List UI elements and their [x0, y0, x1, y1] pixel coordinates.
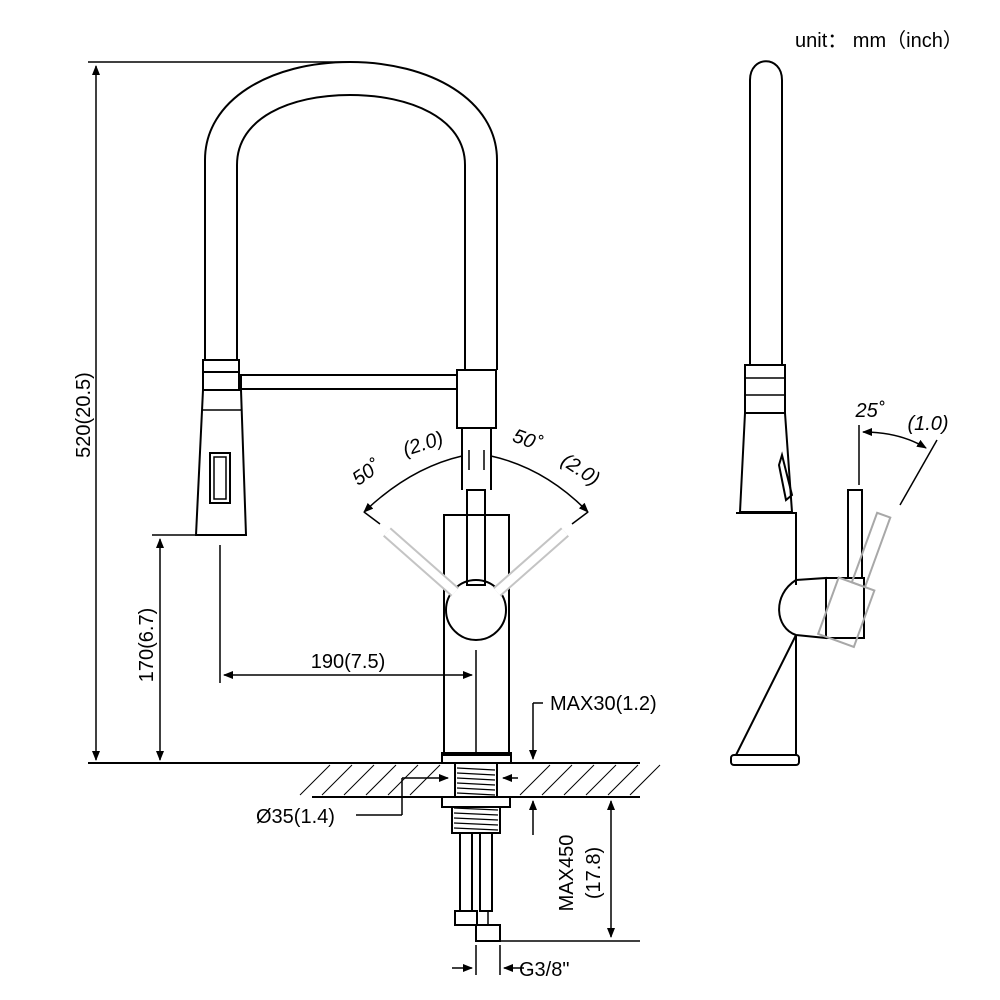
- thread-line: [456, 767, 496, 771]
- thread-line: [456, 787, 496, 791]
- rotation-arc-right: [490, 455, 589, 513]
- spray-head-ring: [202, 371, 240, 391]
- side-handle-lever: [847, 489, 863, 579]
- side-handle-housing: [778, 576, 827, 640]
- spout-outer-outline: [204, 60, 498, 370]
- right-angle-label: 50˚: [510, 425, 545, 456]
- units-note: unit： mm（inch）: [795, 29, 963, 52]
- arc-tick-right: [571, 511, 589, 525]
- side-angle-label: 25˚: [855, 400, 885, 422]
- hatch-line: [585, 764, 617, 796]
- hatch-line: [563, 764, 595, 796]
- side-angle-arc: [862, 428, 927, 449]
- spout-height-label: 170(6.7): [136, 608, 158, 683]
- thread-line: [453, 807, 499, 811]
- front-view: [88, 60, 661, 975]
- hatch-line: [299, 764, 331, 796]
- thread-line: [456, 792, 496, 796]
- arc-tick-left: [363, 511, 381, 525]
- thread-line: [453, 812, 499, 816]
- handle-knob: [445, 579, 507, 641]
- thread-line: [453, 817, 499, 821]
- hatch-line: [321, 764, 353, 796]
- rotation-arc-left: [363, 455, 463, 513]
- side-view: [730, 60, 938, 766]
- hose-fitting-left: [454, 910, 478, 926]
- side-spout-tube: [749, 60, 783, 365]
- side-spray-collar: [744, 364, 786, 414]
- side-base: [730, 754, 800, 766]
- thread-line: [456, 772, 496, 776]
- side-angle-ref-2: [899, 439, 938, 506]
- handle-lever: [466, 489, 486, 586]
- hose-fitting-right: [475, 924, 501, 942]
- spray-head-body: [194, 389, 248, 536]
- hatch-line: [343, 764, 375, 796]
- side-handle-block: [825, 577, 865, 639]
- hatch-line: [387, 764, 419, 796]
- spray-button: [209, 452, 231, 504]
- total-height-label: 520(20.5): [73, 372, 95, 458]
- ghost-handle-left-inner: [384, 529, 458, 595]
- hatch-line: [519, 764, 551, 796]
- countertop-hatch: [299, 764, 661, 796]
- spray-head-collar: [202, 359, 240, 373]
- supply-hose-left: [459, 832, 473, 912]
- shank-thread: [453, 767, 499, 831]
- thread-line: [453, 827, 499, 831]
- thread-line: [456, 777, 496, 781]
- side-body: [734, 512, 797, 756]
- side-spray-trigger: [777, 451, 794, 502]
- swivel-collar: [456, 369, 497, 429]
- hatch-line: [409, 764, 441, 796]
- thread-label: G3/8": [519, 959, 569, 981]
- spout-support-bar: [240, 374, 458, 390]
- side-ghost-handle: [816, 511, 892, 649]
- hatch-line: [607, 764, 639, 796]
- hatch-line: [541, 764, 573, 796]
- spray-button-inner: [213, 456, 227, 500]
- hose-length-mm-label: MAX450: [556, 835, 578, 912]
- thread-line: [453, 822, 499, 826]
- supply-hose-right: [479, 832, 493, 912]
- mounting-washer: [441, 796, 511, 808]
- side-value-label: (1.0): [907, 413, 948, 435]
- left-value-label: (2.0): [400, 427, 446, 461]
- reach-label: 190(7.5): [311, 651, 386, 673]
- hatch-line: [365, 764, 397, 796]
- right-value-label: (2.0): [557, 450, 603, 491]
- hose-length-in-label: (17.8): [583, 847, 605, 899]
- diameter-label: Ø35(1.4): [256, 806, 335, 828]
- spout-inner-outline: [236, 93, 466, 370]
- max30-label: MAX30(1.2): [550, 693, 657, 715]
- left-angle-label: 50˚: [348, 456, 385, 491]
- hatch-line: [629, 764, 661, 796]
- thread-line: [456, 782, 496, 786]
- ghost-handle-right-inner: [494, 529, 568, 595]
